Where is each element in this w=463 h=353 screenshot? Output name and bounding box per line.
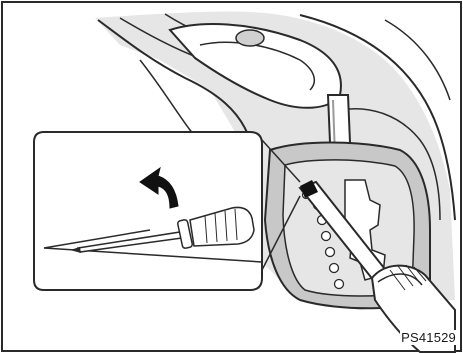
figure-code: PS41529 xyxy=(400,330,457,345)
detail-inset xyxy=(34,132,262,290)
